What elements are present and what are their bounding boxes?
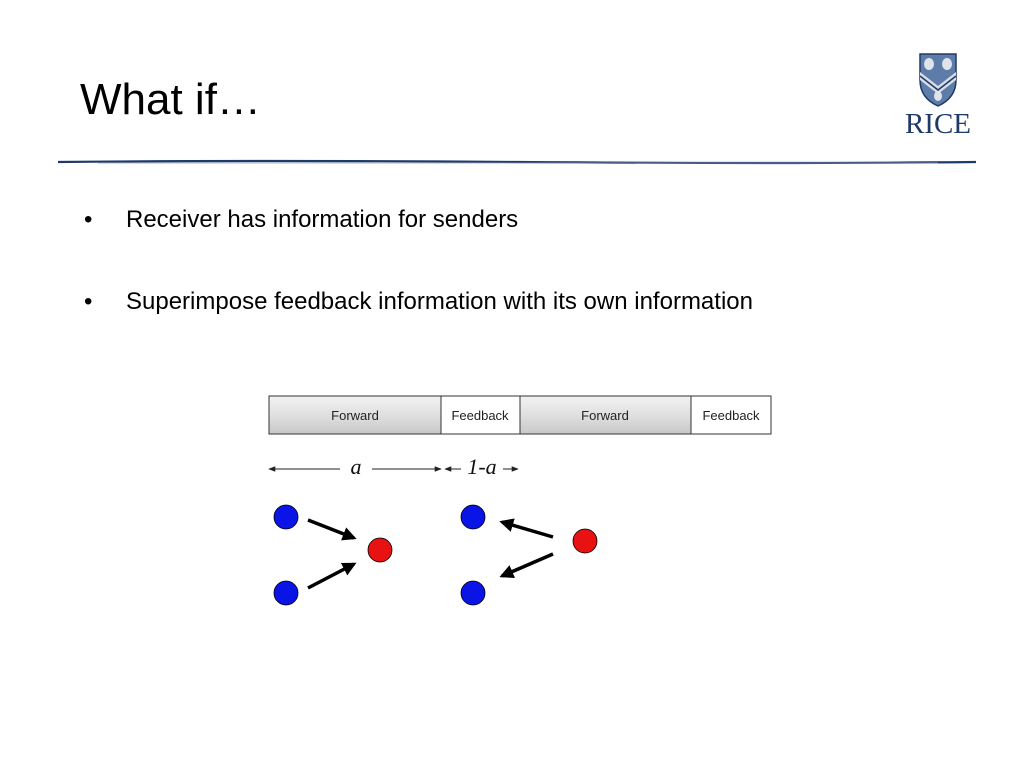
title-divider	[58, 159, 976, 165]
frame-label-forward-1: Forward	[331, 408, 379, 423]
frame-segment-forward-1	[268, 395, 442, 435]
frame-bar: Forward Feedback Forward Feedback	[268, 395, 772, 435]
frame-label-feedback-2: Feedback	[702, 408, 760, 423]
bullet-item: • Superimpose feedback information with …	[84, 282, 753, 322]
frame-segment-feedback-1	[440, 395, 521, 435]
bullet-text: Receiver has information for senders	[126, 206, 519, 233]
forward-phase	[273, 504, 393, 606]
bullet-list: • Receiver has information for senders •…	[84, 200, 753, 322]
bullet-dot: •	[84, 206, 93, 233]
feedback-arrow	[499, 552, 554, 578]
frame-label-forward-2: Forward	[581, 408, 629, 423]
receiver-node	[572, 528, 598, 554]
bullet-item: • Receiver has information for senders	[84, 200, 753, 240]
sender-node	[460, 504, 486, 530]
uplink-arrow	[307, 562, 357, 590]
bullet-dot: •	[84, 288, 93, 315]
frame-diagram: Forward Feedback Forward Feedback a 1-a	[268, 395, 772, 606]
uplink-arrow	[307, 518, 357, 541]
feedback-arrow	[499, 518, 554, 539]
receiver-node	[367, 537, 393, 563]
bullet-text: Superimpose feedback information with it…	[126, 288, 753, 315]
frame-label-feedback-1: Feedback	[451, 408, 509, 423]
rice-shield-icon	[919, 53, 957, 107]
logo-wordmark: RICE	[904, 108, 972, 140]
label-one-minus-a: 1-a	[467, 454, 496, 479]
frame-segment-feedback-2	[690, 395, 772, 435]
sender-node	[273, 580, 299, 606]
frame-segment-forward-2	[519, 395, 692, 435]
rice-logo: RICE	[898, 50, 978, 140]
duration-markers: a 1-a	[268, 454, 519, 479]
sender-node	[273, 504, 299, 530]
label-a: a	[351, 454, 362, 479]
feedback-phase	[460, 504, 598, 606]
sender-node	[460, 580, 486, 606]
slide-title: What if…	[80, 75, 261, 124]
